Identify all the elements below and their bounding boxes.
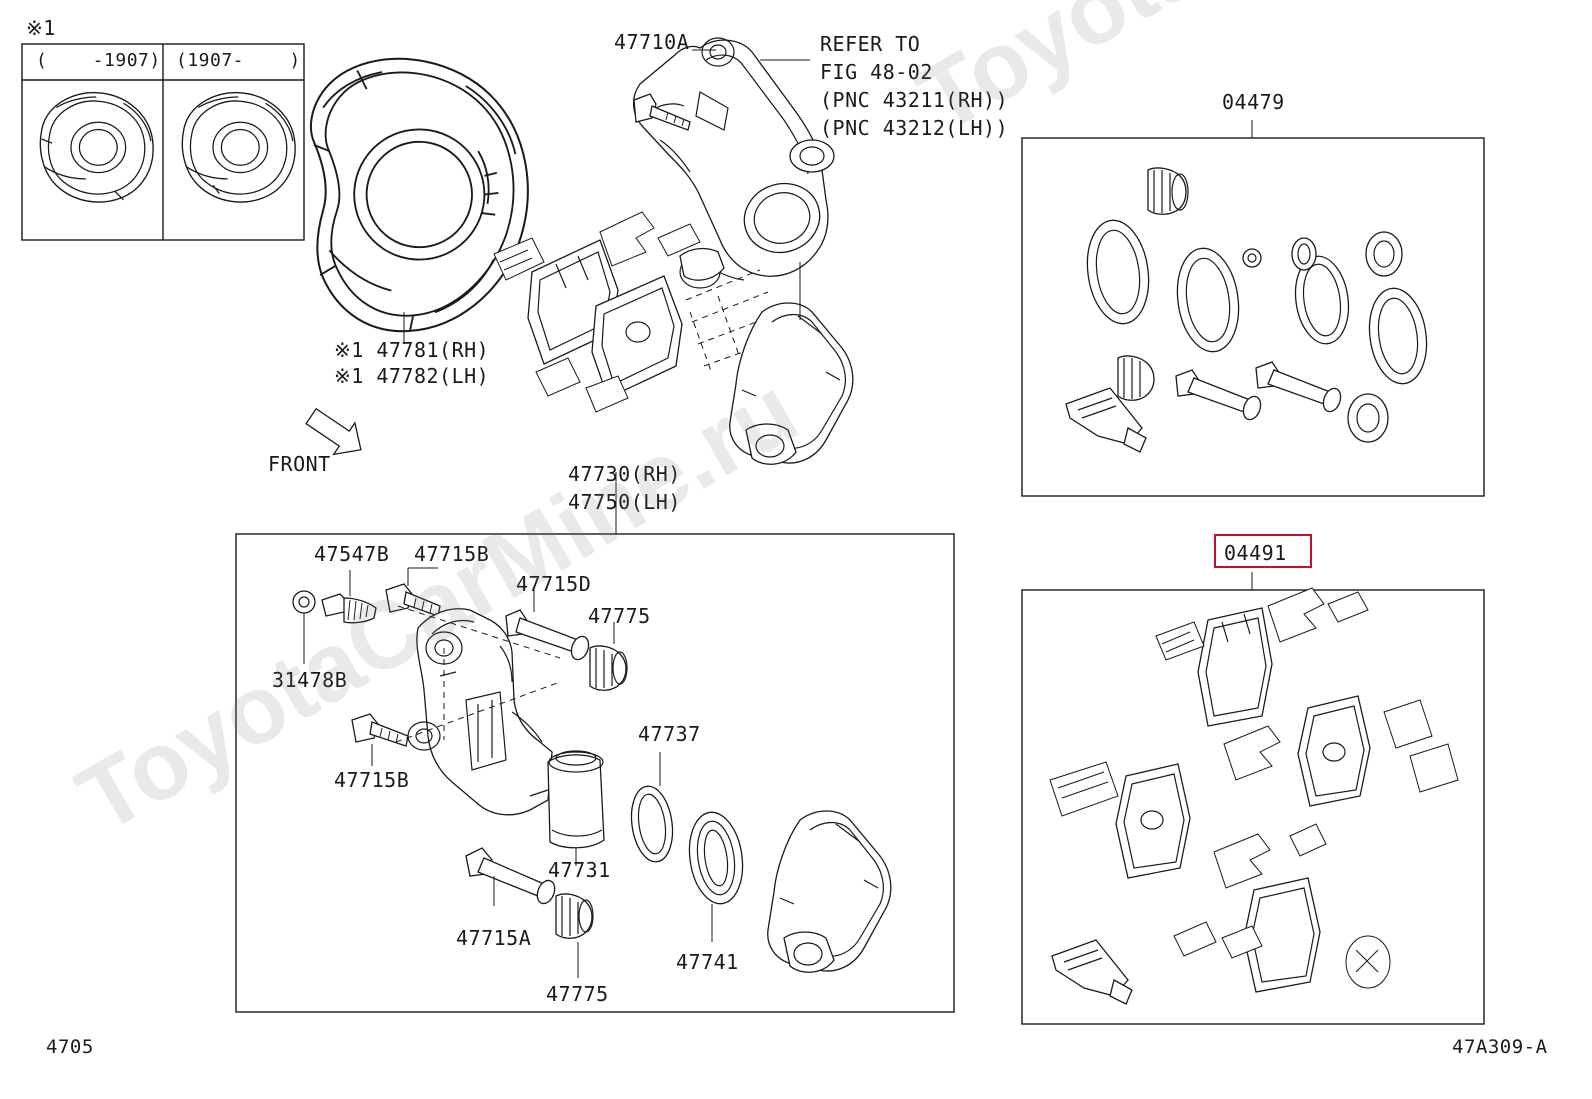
slide-pin-a-graphic <box>465 847 556 905</box>
variant-col2: (1907- ) <box>176 50 301 71</box>
piston-boot-graphic <box>688 811 744 905</box>
grease-tube-icon-2 <box>1051 939 1133 1005</box>
label-47731: 47731 <box>548 858 611 882</box>
label-47710a: 47710A <box>614 30 690 54</box>
refer-line-1: REFER TO <box>820 32 921 56</box>
slide-pin-d-graphic <box>505 609 590 661</box>
highlight-04491[interactable]: 04491 <box>1214 534 1312 568</box>
label-47547b: 47547B <box>314 542 390 566</box>
footer-left: 4705 <box>46 1036 94 1058</box>
steering-knuckle-graphic <box>633 37 835 289</box>
label-47741: 47741 <box>676 950 739 974</box>
caliper-bracket-upper-graphic <box>729 302 854 465</box>
label-front: FRONT <box>268 452 331 476</box>
label-47715a: 47715A <box>456 926 532 950</box>
piston-graphic <box>547 750 605 849</box>
front-arrow-icon <box>305 407 362 456</box>
label-47737: 47737 <box>638 722 701 746</box>
knuckle-bolt-graphic <box>633 93 691 131</box>
label-47715d: 47715D <box>516 572 592 596</box>
label-47781: ※1 47781(RH) <box>334 338 490 362</box>
footer-right: 47A309-A <box>1452 1036 1548 1058</box>
label-31478b: 31478B <box>272 668 348 692</box>
pad-kit-contents-graphic <box>1049 587 1459 1005</box>
splash-shield-graphic <box>309 57 529 333</box>
variant-marker: ※1 <box>26 16 56 40</box>
piston-seal-graphic <box>630 785 674 863</box>
label-47775-bottom: 47775 <box>546 982 609 1006</box>
caliper-detail-graphic <box>292 567 892 978</box>
variant-col1: ( -1907) <box>36 50 161 71</box>
variant-table-graphic <box>21 43 305 241</box>
label-04479: 04479 <box>1222 90 1285 114</box>
label-47782: ※1 47782(LH) <box>334 364 490 388</box>
refer-line-4: (PNC 43212(LH)) <box>820 116 1009 140</box>
boot-upper-graphic <box>589 645 628 691</box>
grease-tube-icon <box>1065 387 1147 453</box>
label-47775-top: 47775 <box>588 604 651 628</box>
brake-pad-stack-graphic <box>493 211 777 413</box>
refer-line-2: FIG 48-02 <box>820 60 933 84</box>
boot-lower-graphic <box>555 893 594 939</box>
caliper-bracket-lower-graphic <box>767 810 892 973</box>
label-47715b-top: 47715B <box>414 542 490 566</box>
label-04491: 04491 <box>1224 541 1287 565</box>
label-47750: 47750(LH) <box>568 490 681 514</box>
label-47730: 47730(RH) <box>568 462 681 486</box>
seal-kit-contents-graphic <box>1065 167 1428 453</box>
label-47715b-bottom: 47715B <box>334 768 410 792</box>
refer-line-3: (PNC 43211(RH)) <box>820 88 1009 112</box>
